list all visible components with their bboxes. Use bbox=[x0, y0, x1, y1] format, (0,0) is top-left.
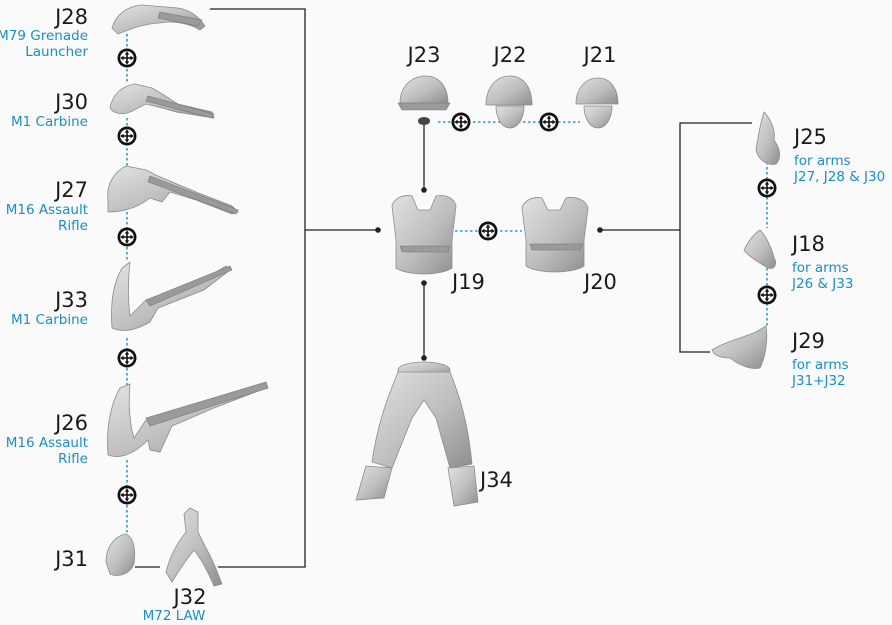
label-j25-desc-2: J27, J28 & J30 bbox=[793, 169, 885, 185]
right-bracket-line bbox=[680, 123, 752, 352]
j22-helmet-head-image bbox=[486, 76, 532, 128]
label-j29-desc-2: J31+J32 bbox=[791, 373, 846, 389]
j30-arm-m1-carbine-image bbox=[110, 84, 214, 118]
label-j27: J27 bbox=[53, 178, 88, 202]
j32-m72-law-image bbox=[166, 508, 222, 586]
left-vest-dot bbox=[375, 227, 381, 233]
label-j26-desc-1: M16 Assault bbox=[6, 435, 88, 451]
label-j27-desc-1: M16 Assault bbox=[6, 202, 88, 218]
swap-icon bbox=[118, 49, 137, 68]
label-j26: J26 bbox=[53, 411, 88, 435]
j20-vest-image bbox=[522, 197, 588, 272]
label-j25: J25 bbox=[792, 125, 827, 149]
label-j18-desc-2: J26 & J33 bbox=[791, 276, 853, 292]
label-j28: J28 bbox=[53, 5, 88, 29]
label-j30-desc: M1 Carbine bbox=[11, 114, 88, 130]
label-j18-desc-1: for arms bbox=[792, 260, 849, 276]
label-j29: J29 bbox=[790, 329, 825, 353]
label-j34: J34 bbox=[478, 468, 513, 492]
j21-helmet-head-image bbox=[576, 78, 618, 128]
label-j20: J20 bbox=[582, 270, 617, 294]
label-j23: J23 bbox=[406, 43, 441, 67]
swap-icon bbox=[118, 228, 137, 247]
label-j33-desc: M1 Carbine bbox=[11, 312, 88, 328]
label-j28-desc-1: M79 Grenade bbox=[0, 28, 88, 44]
j28-arm-grenade-launcher-image bbox=[112, 5, 205, 34]
label-j32: J32 bbox=[172, 585, 207, 609]
label-j31: J31 bbox=[53, 547, 88, 571]
j31-hand-image bbox=[106, 534, 135, 576]
j34-legs-image bbox=[356, 362, 478, 506]
swap-icon bbox=[479, 222, 498, 241]
label-j30: J30 bbox=[53, 90, 88, 114]
swap-icon bbox=[118, 127, 137, 146]
legs-dot bbox=[421, 355, 427, 361]
swap-icon bbox=[540, 113, 559, 132]
vest-top-dot bbox=[421, 280, 427, 286]
label-j26-desc-2: Rifle bbox=[58, 451, 88, 467]
label-j27-desc-2: Rifle bbox=[58, 218, 88, 234]
j29-arm-image bbox=[712, 326, 767, 369]
label-j29-desc-1: for arms bbox=[792, 357, 849, 373]
swap-icon bbox=[118, 349, 137, 368]
label-j21: J21 bbox=[582, 43, 617, 67]
label-j28-desc-2: Launcher bbox=[25, 44, 88, 60]
swap-icon bbox=[118, 486, 137, 505]
helmet-vest-dot bbox=[421, 187, 427, 193]
label-j19: J19 bbox=[450, 270, 485, 294]
j23-helmet-image bbox=[398, 76, 450, 125]
label-j22: J22 bbox=[492, 43, 527, 67]
left-bracket-line bbox=[210, 9, 305, 567]
swap-icon bbox=[452, 113, 471, 132]
j26-arm-m16-image bbox=[108, 382, 269, 457]
label-j25-desc-1: for arms bbox=[794, 153, 851, 169]
j33-arm-m1-carbine-image bbox=[111, 262, 232, 330]
j27-arm-m16-image bbox=[108, 166, 238, 214]
j18-arm-image bbox=[744, 230, 776, 268]
label-j33: J33 bbox=[53, 288, 88, 312]
swap-icon bbox=[758, 179, 777, 198]
swap-icon bbox=[758, 286, 777, 305]
j19-vest-image bbox=[392, 195, 456, 274]
j25-arm-image bbox=[756, 112, 780, 164]
label-j32-desc: M72 LAW bbox=[143, 608, 206, 624]
label-j18: J18 bbox=[790, 232, 825, 256]
right-vest-dot bbox=[597, 227, 603, 233]
